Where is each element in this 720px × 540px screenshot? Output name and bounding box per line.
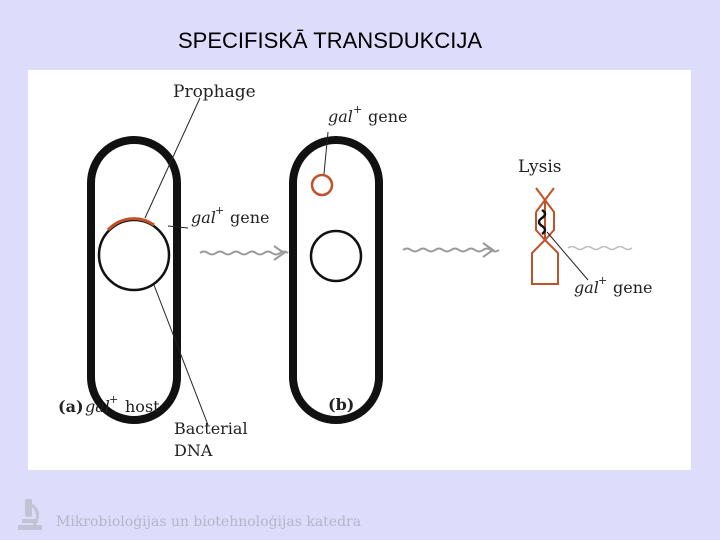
gal-gene-a-label: gal + gene (191, 204, 269, 227)
excised-prophage-circle (310, 173, 334, 197)
transition-arrow-2 (402, 242, 633, 258)
panel-b-caption: (b) (328, 395, 354, 414)
cell-a (87, 136, 181, 424)
cell-b-outer-wall (289, 136, 383, 424)
panel-a-caption: (a) gal + host (58, 393, 160, 416)
prophage-label: Prophage (173, 82, 256, 102)
svg-text:+: + (215, 204, 224, 217)
gal-gene-top-label: gal + gene (328, 103, 407, 126)
footer: Mikrobioloģijas un biotehnoloģijas kated… (12, 495, 512, 535)
microscope-icon (18, 499, 42, 530)
phage-dna-gal-gene (537, 208, 547, 236)
diagram-canvas: Prophage gal + gene gal + gene Lysis gal… (58, 82, 652, 460)
slide-title: SPECIFISKĀ TRANSDUKCIJA (178, 28, 482, 53)
gal-gene-a-leader-line (167, 225, 189, 229)
transducing-phage (531, 187, 559, 285)
cell-a-outer-wall (87, 136, 181, 424)
prophage-leader-line (144, 97, 201, 219)
svg-text:gene: gene (613, 278, 652, 297)
bacterial-dna-leader-line (153, 284, 209, 426)
svg-text:gal: gal (328, 107, 353, 126)
gal-gene-phage-leader-line (546, 231, 589, 281)
svg-text:gene: gene (368, 107, 407, 126)
transition-arrow-1 (199, 245, 289, 261)
cell-b (289, 136, 383, 424)
prophage-segment (106, 217, 155, 232)
transduction-diagram: Prophage gal + gene gal + gene Lysis gal… (28, 70, 691, 470)
svg-text:(a): (a) (58, 397, 84, 416)
svg-text:gal: gal (574, 278, 599, 297)
bacterial-dna-label-line1: Bacterial (174, 419, 248, 438)
svg-text:gene: gene (230, 208, 269, 227)
gal-gene-top-leader-line (323, 131, 329, 175)
bacterial-chromosome-b (309, 229, 363, 283)
lysis-label: Lysis (518, 157, 561, 177)
phage-head (535, 187, 555, 241)
bacterial-dna-label-line2: DNA (174, 441, 213, 460)
svg-text:gal: gal (191, 208, 216, 227)
svg-text:+: + (109, 393, 118, 406)
svg-text:+: + (598, 274, 607, 287)
svg-text:host: host (125, 397, 160, 416)
footer-department-text: Mikrobioloģijas un biotehnoloģijas kated… (56, 514, 362, 530)
svg-text:+: + (353, 103, 362, 116)
svg-text:gal: gal (85, 397, 110, 416)
gal-gene-phage-label: gal + gene (574, 274, 652, 297)
